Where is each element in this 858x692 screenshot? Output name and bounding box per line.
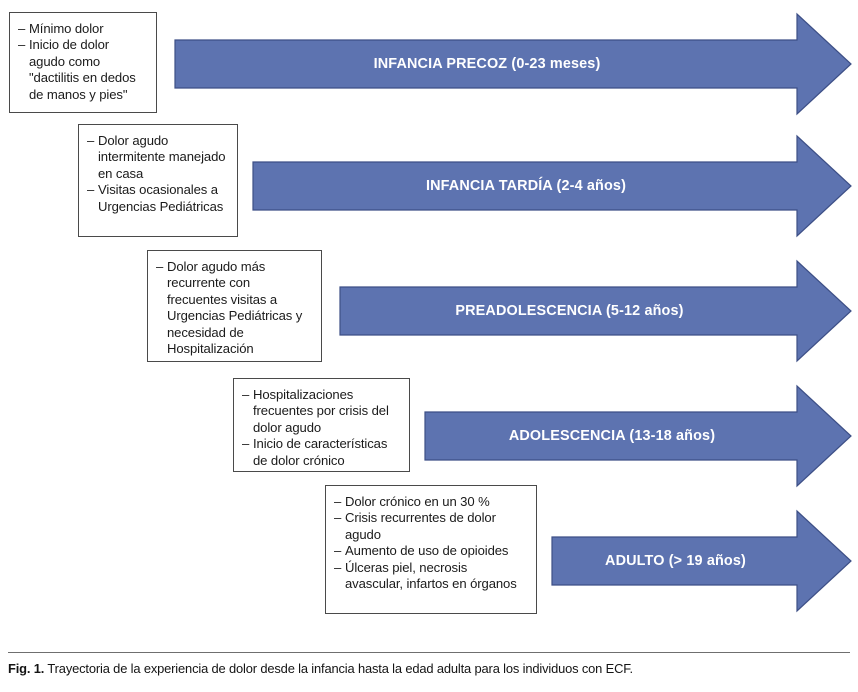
arrow-shape-2 <box>252 134 852 238</box>
callout-list-3: Dolor agudo más recurrente con frecuente… <box>156 259 312 357</box>
caption-text: Trayectoria de la experiencia de dolor d… <box>47 661 633 676</box>
callout-list-1: Mínimo dolor Inicio de dolor agudo como … <box>18 21 147 103</box>
list-item: Úlceras piel, necrosis avascular, infart… <box>334 560 527 593</box>
callout-list-5: Dolor crónico en un 30 % Crisis recurren… <box>334 494 527 592</box>
arrow-shape-3 <box>339 259 852 363</box>
callout-list-2: Dolor agudo intermitente manejado en cas… <box>87 133 228 215</box>
stage-callout-adolescencia: Hospitalizaciones frecuentes por crisis … <box>233 378 410 472</box>
stage-callout-preadolescencia: Dolor agudo más recurrente con frecuente… <box>147 250 322 362</box>
stage-arrow-infancia-precoz: INFANCIA PRECOZ (0-23 meses) <box>174 12 852 116</box>
stage-callout-adulto: Dolor crónico en un 30 % Crisis recurren… <box>325 485 537 614</box>
list-item: Mínimo dolor <box>18 21 147 38</box>
list-item: Dolor agudo intermitente manejado en cas… <box>87 133 228 182</box>
stage-arrow-infancia-tardia: INFANCIA TARDÍA (2-4 años) <box>252 134 852 238</box>
figure-caption: Fig. 1. Trayectoria de la experiencia de… <box>8 660 853 677</box>
list-item: Inicio de características de dolor cróni… <box>242 436 400 469</box>
stage-arrow-preadolescencia: PREADOLESCENCIA (5-12 años) <box>339 259 852 363</box>
stage-arrow-adolescencia: ADOLESCENCIA (13-18 años) <box>424 384 852 488</box>
stage-callout-infancia-tardia: Dolor agudo intermitente manejado en cas… <box>78 124 238 237</box>
arrow-shape-5 <box>551 509 852 613</box>
list-item: Aumento de uso de opioides <box>334 543 527 560</box>
list-item: Visitas ocasionales a Urgencias Pediátri… <box>87 182 228 215</box>
list-item: Dolor crónico en un 30 % <box>334 494 527 511</box>
list-item: Inicio de dolor agudo como "dactilitis e… <box>18 37 147 103</box>
arrow-shape-4 <box>424 384 852 488</box>
list-item: Crisis recurrentes de dolor agudo <box>334 510 527 543</box>
list-item: Hospitalizaciones frecuentes por crisis … <box>242 387 400 436</box>
stage-arrow-adulto: ADULTO (> 19 años) <box>551 509 852 613</box>
arrow-shape-1 <box>174 12 852 116</box>
list-item: Dolor agudo más recurrente con frecuente… <box>156 259 312 357</box>
callout-list-4: Hospitalizaciones frecuentes por crisis … <box>242 387 400 469</box>
caption-divider <box>8 652 850 654</box>
caption-label: Fig. 1. <box>8 661 45 676</box>
diagram-stage: INFANCIA PRECOZ (0-23 meses) Mínimo dolo… <box>0 0 858 630</box>
stage-callout-infancia-precoz: Mínimo dolor Inicio de dolor agudo como … <box>9 12 157 113</box>
